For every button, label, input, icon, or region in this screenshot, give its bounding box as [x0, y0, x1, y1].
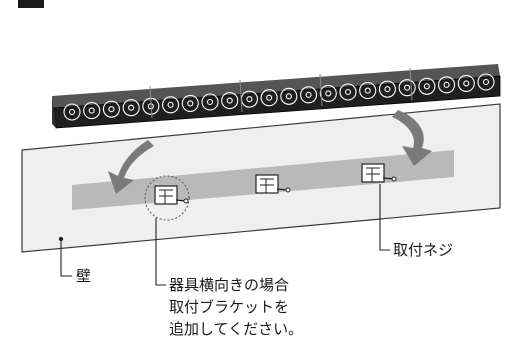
led-dot: [226, 97, 233, 104]
led-dot: [482, 78, 490, 86]
mounting-bracket-right: [361, 163, 397, 183]
note-line-2: 取付ブラケットを: [169, 298, 290, 316]
led-ring: [122, 99, 140, 117]
curved-arrow-icon-right: [392, 110, 432, 166]
led-ring: [221, 92, 239, 110]
led-dot: [344, 88, 352, 96]
led-ring: [300, 86, 318, 104]
led-dot: [384, 86, 391, 93]
led-ring: [162, 96, 180, 114]
step-marker: [18, 0, 44, 8]
mounting-bracket-left: [144, 175, 190, 221]
led-ring: [378, 80, 396, 98]
led-light-bar-icon: [52, 64, 501, 129]
led-ring: [418, 77, 436, 95]
led-ring: [260, 89, 278, 107]
note-leader: [155, 218, 166, 286]
led-dot: [305, 91, 312, 98]
led-dot: [463, 80, 470, 87]
led-dot: [443, 81, 450, 88]
mounting-bracket-center: [255, 174, 291, 194]
led-dot: [68, 108, 76, 116]
note-line-1: 器具横向きの場合: [169, 276, 290, 294]
led-dot: [108, 106, 115, 113]
led-dot: [246, 96, 253, 103]
led-dot: [325, 90, 332, 97]
led-ring: [280, 87, 298, 105]
led-ring: [339, 83, 357, 101]
led-ring: [83, 102, 101, 120]
led-dot: [364, 87, 371, 94]
led-ring: [359, 82, 377, 100]
led-ring: [102, 100, 120, 118]
screw-leader: [379, 184, 390, 251]
note-line-3: 追加してください。: [169, 320, 304, 338]
led-ring: [63, 103, 81, 121]
led-dot: [128, 104, 135, 111]
led-dot: [423, 83, 430, 90]
led-dot: [404, 84, 411, 91]
led-dot: [285, 93, 292, 100]
led-ring: [438, 76, 456, 94]
led-dot: [266, 94, 273, 101]
led-dot: [88, 107, 95, 114]
led-dot: [187, 100, 194, 107]
wall-leader: [60, 239, 72, 277]
curved-arrow-icon: [108, 140, 154, 194]
led-ring: [457, 74, 475, 92]
led-ring: [477, 73, 495, 91]
led-ring: [319, 84, 337, 102]
screw-label: 取付ネジ: [393, 241, 454, 259]
wall-label: 壁: [76, 267, 92, 285]
led-ring: [181, 94, 199, 112]
led-ring: [201, 93, 219, 111]
led-ring: [398, 79, 416, 97]
led-dot: [206, 98, 214, 106]
led-dot: [167, 101, 174, 108]
